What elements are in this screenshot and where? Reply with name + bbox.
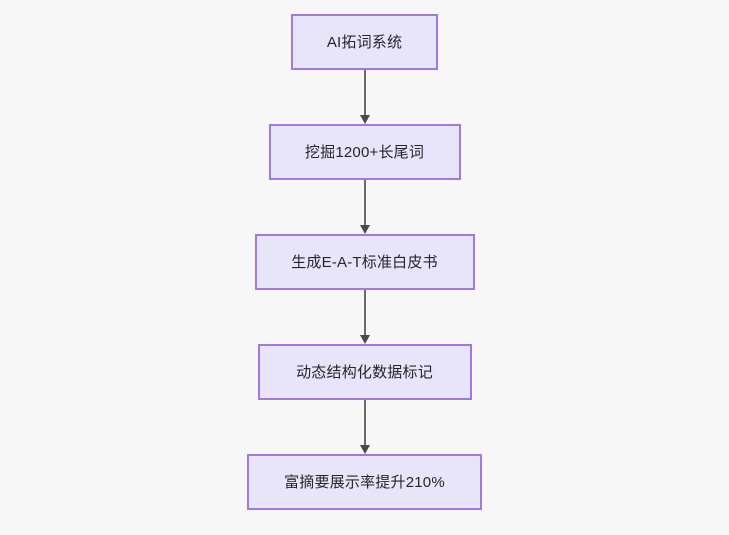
flowchart-node-generate-eat-whitepaper[interactable]: 生成E-A-T标准白皮书 [254,234,475,290]
flowchart-node-rich-snippet-impression-lift[interactable]: 富摘要展示率提升210% [247,454,482,510]
flowchart-node-ai-keyword-system[interactable]: AI拓词系统 [291,14,438,70]
flowchart-arrow-1 [358,70,372,124]
flowchart-arrow-3 [358,290,372,344]
arrow-head-icon [359,335,370,344]
arrow-line-icon [363,180,366,226]
arrow-head-icon [359,225,370,234]
arrow-line-icon [363,70,366,116]
arrow-line-icon [363,290,366,336]
arrow-head-icon [359,115,370,124]
flowchart-node-dynamic-structured-data-markup[interactable]: 动态结构化数据标记 [257,344,472,400]
flowchart-arrow-2 [358,180,372,234]
flowchart-node-label: 挖掘1200+长尾词 [304,143,425,161]
flowchart-node-label: 富摘要展示率提升210% [284,473,445,491]
flowchart-arrow-4 [358,400,372,454]
flowchart-node-label: 动态结构化数据标记 [296,363,433,381]
arrow-line-icon [363,400,366,446]
arrow-head-icon [359,445,370,454]
flowchart-node-label: 生成E-A-T标准白皮书 [291,253,438,271]
flowchart-node-label: AI拓词系统 [326,33,403,51]
flowchart-node-mine-longtail-keywords[interactable]: 挖掘1200+长尾词 [268,124,461,180]
